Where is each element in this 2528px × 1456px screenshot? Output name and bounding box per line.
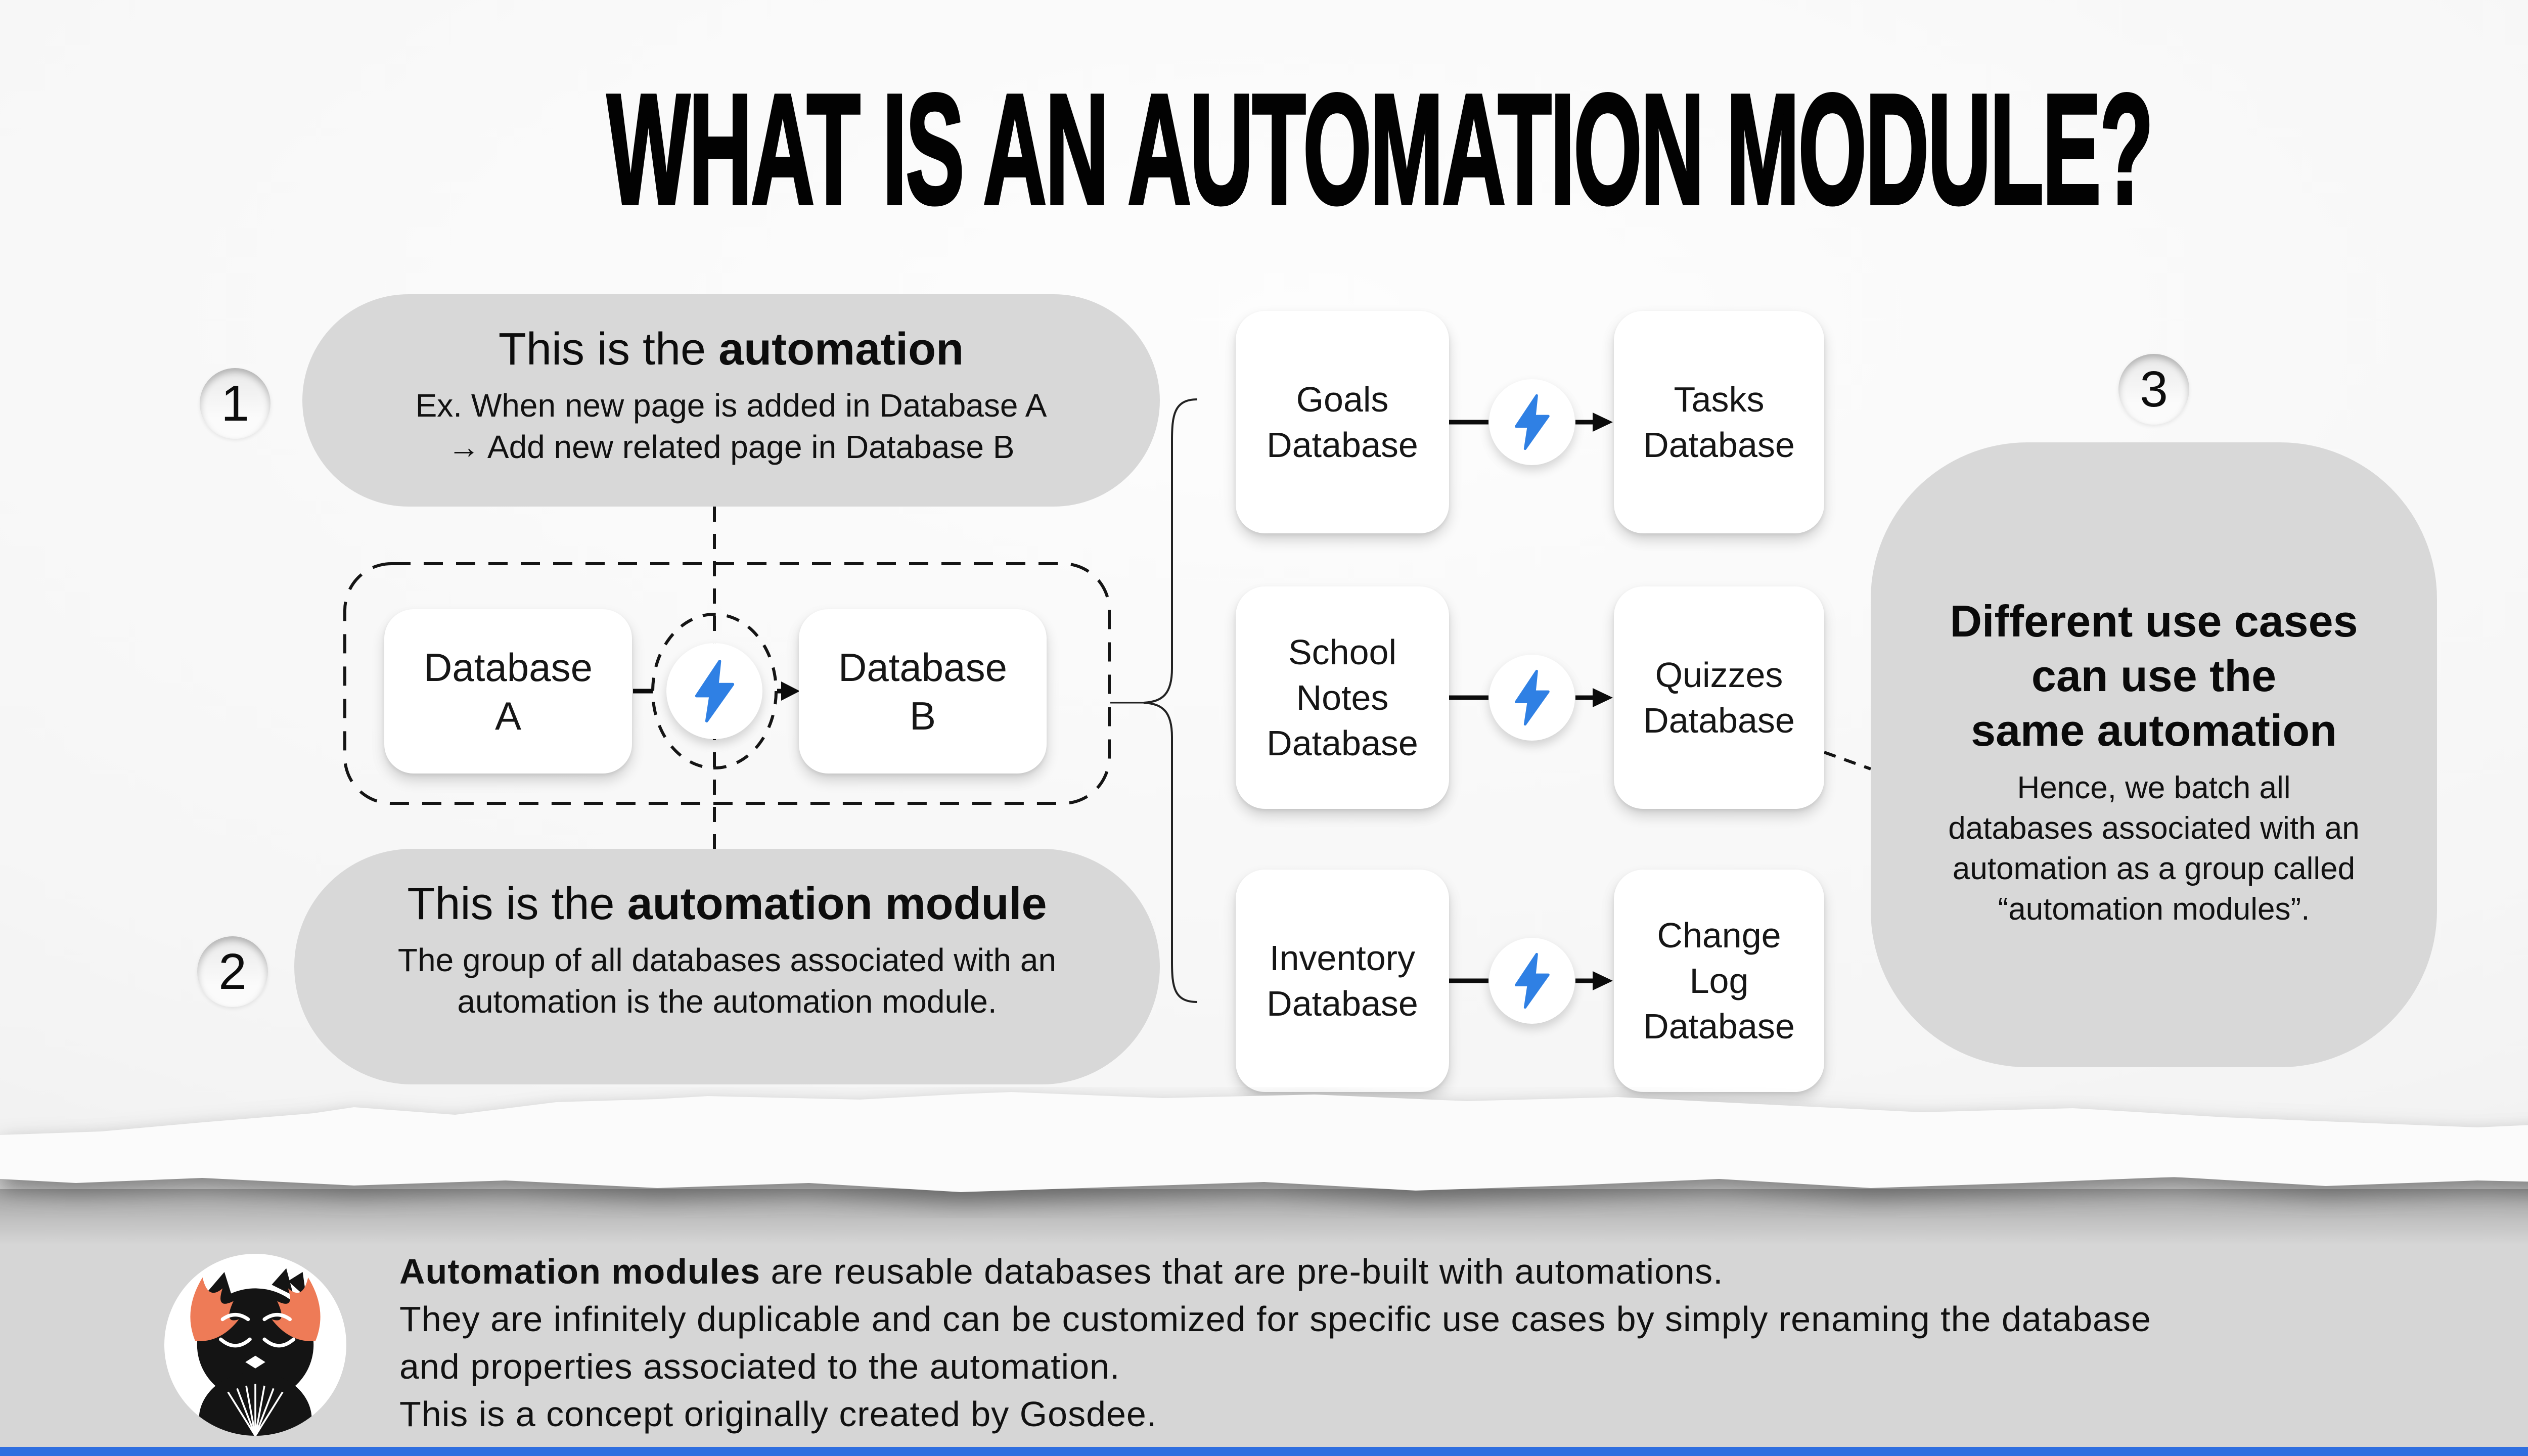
heading-bold: automation	[718, 324, 964, 375]
step-2-badge: 2	[197, 936, 268, 1007]
footer-description: Automation modules are reusable database…	[399, 1248, 2528, 1438]
automation-module-callout-body: The group of all databases associated wi…	[397, 942, 1057, 1020]
footer-line-4: This is a concept originally created by …	[399, 1394, 1157, 1434]
automation-bolt-badge	[1489, 938, 1575, 1024]
change-log-database-card: Change Log Database	[1614, 870, 1824, 1092]
footer-line-1: Automation modules are reusable database…	[399, 1248, 2528, 1295]
automation-callout-heading: This is the automation	[302, 324, 1160, 376]
lightning-icon	[695, 659, 735, 723]
step-2-number: 2	[218, 943, 247, 1000]
tasks-database-card: Tasks Database	[1614, 311, 1824, 533]
footer-line-3: and properties associated to the automat…	[399, 1347, 1120, 1386]
automation-bolt-badge	[666, 643, 762, 739]
footer-lead-bold: Automation modules	[399, 1252, 761, 1291]
bottom-accent-bar	[0, 1447, 2528, 1456]
use-cases-body: Hence, we batch all databases associated…	[1948, 770, 2360, 927]
inventory-database-card: Inventory Database	[1236, 870, 1449, 1092]
automation-bolt-badge	[1489, 655, 1575, 741]
page-title-text: WHAT IS AN AUTOMATION MODULE?	[606, 61, 2154, 237]
footer-section	[0, 1178, 2528, 1456]
step-3-badge: 3	[2118, 354, 2189, 425]
lightning-icon	[1515, 394, 1550, 450]
automation-module-callout-heading: This is the automation module	[294, 878, 1160, 930]
goals-database-card: Goals Database	[1236, 311, 1449, 533]
step-1-number: 1	[221, 375, 249, 432]
page-title: WHAT IS AN AUTOMATION MODULE?	[0, 61, 2528, 237]
automation-bolt-badge	[1489, 379, 1575, 465]
torn-paper-edge	[0, 1092, 2528, 1192]
heading-prefix: This is the	[407, 879, 627, 929]
school-notes-database-card: School Notes Database	[1236, 586, 1449, 809]
use-cases-heading: Different use cases can use the same aut…	[1950, 596, 2358, 755]
heading-bold: automation module	[627, 879, 1047, 929]
automation-callout-body: Ex. When new page is added in Database A…	[415, 387, 1047, 465]
automation-module-callout-bubble: This is the automation module The group …	[294, 849, 1160, 1084]
step-3-number: 3	[2140, 360, 2168, 418]
automation-callout-bubble: This is the automation Ex. When new page…	[302, 294, 1160, 507]
torn-paper-shadow	[0, 1189, 2528, 1245]
use-cases-callout-bubble: Different use cases can use the same aut…	[1871, 442, 2437, 1067]
quizzes-database-card: Quizzes Database	[1614, 586, 1824, 809]
meditating-cat-avatar	[164, 1254, 346, 1436]
footer-line-1-rest: are reusable databases that are pre-buil…	[760, 1252, 1724, 1291]
footer-line-2: They are infinitely duplicable and can b…	[399, 1299, 2151, 1339]
heading-prefix: This is the	[498, 324, 719, 375]
database-b-card: Database B	[799, 609, 1047, 774]
step-1-badge: 1	[200, 368, 270, 439]
lightning-icon	[1515, 669, 1550, 726]
database-a-card: Database A	[384, 609, 632, 774]
lightning-icon	[1515, 952, 1550, 1009]
